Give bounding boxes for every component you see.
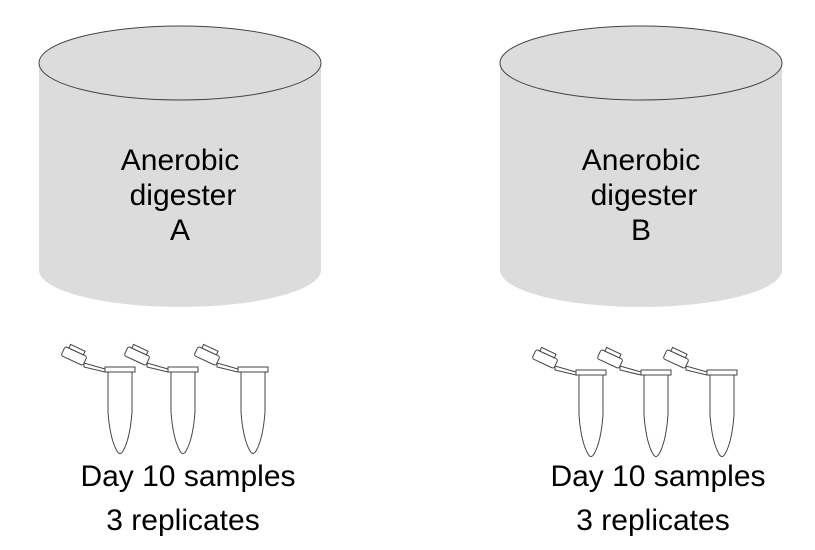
tube-cap-plug (68, 343, 86, 356)
tube-a-1 (61, 343, 136, 454)
cylinder-top-b (499, 25, 783, 101)
tube-a-2 (124, 343, 199, 454)
tube-body (240, 370, 266, 454)
tube-hinge (83, 362, 106, 373)
tube-hinge (619, 365, 642, 376)
tube-rim (167, 366, 199, 373)
tube-body (107, 370, 133, 454)
samples-b-line1: Day 10 samples (550, 460, 765, 493)
tube-hinge (146, 362, 169, 373)
tube-hinge (216, 362, 239, 373)
cylinder-body-a (39, 63, 321, 307)
digester-a: Anerobic digester A (38, 25, 322, 307)
tube-cap (663, 346, 689, 369)
tube-a-3 (194, 343, 269, 454)
digester-b-line3: B (631, 214, 651, 247)
tube-group-b (532, 346, 738, 457)
tube-cap-plug (539, 346, 557, 359)
tube-rim (575, 369, 607, 376)
tube-body (170, 370, 196, 454)
cylinder-body-b (500, 63, 782, 307)
digester-b-line1: Anerobic (582, 144, 700, 177)
tube-body (643, 373, 669, 457)
digester-a-line2: digester (130, 179, 237, 212)
tube-hinge (685, 365, 708, 376)
samples-a-line2: 3 replicates (106, 504, 259, 537)
digester-a-line3: A (170, 214, 190, 247)
tube-cap (532, 346, 558, 369)
tube-cap (597, 346, 623, 369)
tube-hinge (554, 365, 577, 376)
tube-body (578, 373, 604, 457)
tube-cap-plug (131, 343, 149, 356)
cylinder-top-a (38, 25, 322, 101)
tube-cap-plug (201, 343, 219, 356)
tube-rim (640, 369, 672, 376)
tube-cap (194, 343, 220, 366)
tube-rim (706, 369, 738, 376)
digester-a-line1: Anerobic (121, 144, 239, 177)
tube-b-1 (532, 346, 607, 457)
tube-cap (61, 343, 87, 366)
tube-cap-plug (670, 346, 688, 359)
samples-b-line2: 3 replicates (576, 504, 729, 537)
samples-a-line1: Day 10 samples (80, 460, 295, 493)
digester-b-line2: digester (591, 179, 698, 212)
tube-b-3 (663, 346, 738, 457)
tube-cap-plug (604, 346, 622, 359)
tube-rim (237, 366, 269, 373)
tube-rim (104, 366, 136, 373)
tube-body (709, 373, 735, 457)
tube-group-a (61, 343, 269, 454)
tube-b-2 (597, 346, 672, 457)
digester-b: Anerobic digester B (499, 25, 783, 307)
tube-cap (124, 343, 150, 366)
